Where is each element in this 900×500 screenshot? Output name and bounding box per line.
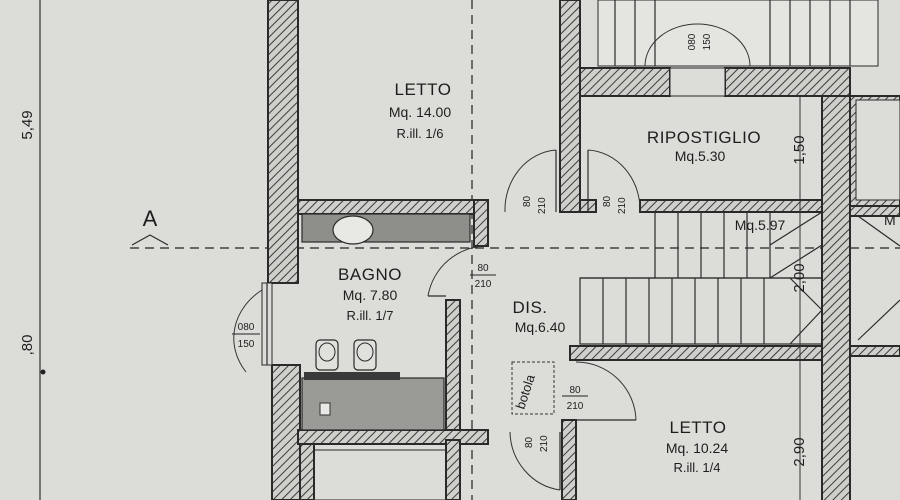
door-letto-w: 80 [569, 385, 581, 396]
right-room-area: M [884, 212, 896, 228]
staircase [579, 211, 823, 345]
letto-top-ill: R.ill. 1/6 [397, 126, 444, 141]
top-window-arc [644, 23, 751, 67]
wall-letto-bagno [297, 199, 489, 215]
door-bottom-w: 80 [524, 436, 535, 448]
tub-drain-icon [319, 402, 331, 416]
right-stair-diag-2 [857, 299, 900, 341]
dimension-tick [40, 369, 46, 375]
shower-tray [301, 213, 471, 243]
door-rip-left-w: 80 [522, 195, 533, 207]
wall-right-divider-2 [849, 345, 900, 357]
top-window-h: 150 [702, 33, 713, 50]
balcony-area [597, 0, 879, 67]
door-bottom-arc [509, 431, 561, 491]
door-rip-left-arc [504, 149, 557, 213]
wall-rip-left [559, 0, 581, 213]
letto-top-area: Mq. 14.00 [389, 104, 451, 120]
dim-left-bottom: ,80 [19, 335, 36, 356]
door-rip-left-h: 210 [537, 197, 548, 214]
door-rip-right-arc [587, 149, 641, 213]
wall-exterior-left-bottom [271, 364, 301, 500]
letto-bottom-name: LETTO [670, 418, 727, 437]
letto-top-name: LETTO [395, 80, 452, 99]
letto-bottom-ill: R.ill. 1/4 [674, 460, 721, 475]
wall-bottom-left [299, 443, 315, 500]
dim-left-top: 5,49 [19, 110, 36, 139]
wall-pillar-dis [473, 199, 489, 247]
bagno-window-arc [233, 289, 263, 373]
dim-stair-height: 2,00 [791, 263, 808, 292]
bathtub-rim [304, 372, 400, 380]
bidet-icon [353, 339, 377, 371]
botola-hatch [511, 361, 555, 415]
balcony-railing [614, 0, 851, 66]
section-arrow-icon [131, 234, 169, 246]
bagno-area: Mq. 7.80 [343, 287, 398, 303]
bagno-window-w: 080 [238, 322, 255, 333]
botola-label: botola [513, 372, 538, 411]
door-bagno-h: 210 [475, 279, 492, 290]
bagno-name: BAGNO [338, 265, 402, 284]
ripostiglio-area: Mq.5.30 [675, 148, 726, 164]
bagno-window-h: 150 [238, 339, 255, 350]
right-stair-diag [857, 215, 900, 247]
door-letto-h: 210 [567, 401, 584, 412]
door-rip-right-w: 80 [602, 195, 613, 207]
dim-letto-height: 2,90 [791, 437, 808, 466]
wall-bottom-mid [445, 439, 461, 500]
door-bottom-h: 210 [539, 435, 550, 452]
door-rip-right-h: 210 [617, 197, 628, 214]
dis-area: Mq.6.40 [515, 319, 566, 335]
bagno-ill: R.ill. 1/7 [347, 308, 394, 323]
ripostiglio-name: RIPOSTIGLIO [647, 128, 761, 147]
wall-letto-bottom-left [561, 419, 577, 500]
dim-rip-height: 1,50 [791, 135, 808, 164]
right-room-top [855, 99, 900, 201]
door-bagno-w: 80 [477, 263, 489, 274]
wall-right [821, 95, 851, 500]
door-letto-arc [575, 361, 637, 421]
wall-bagno-right [445, 299, 461, 441]
wall-rip-top-left [579, 67, 671, 97]
toilet-icon [315, 339, 339, 371]
sink-icon [332, 215, 374, 245]
wall-rip-bottom [639, 199, 823, 213]
wall-rip-top-right [724, 67, 851, 97]
bottom-left-room [313, 449, 447, 500]
bathtub [301, 377, 445, 431]
top-window [669, 67, 726, 97]
dis-name: DIS. [512, 298, 547, 317]
wall-right-divider [849, 205, 900, 217]
top-window-w: 080 [687, 33, 698, 50]
wall-dis-letto [569, 345, 823, 361]
stair-area: Mq.5.97 [735, 217, 786, 233]
letto-bottom-area: Mq. 10.24 [666, 440, 728, 456]
section-marker: A [143, 206, 158, 231]
wall-exterior-left-top [267, 0, 299, 284]
